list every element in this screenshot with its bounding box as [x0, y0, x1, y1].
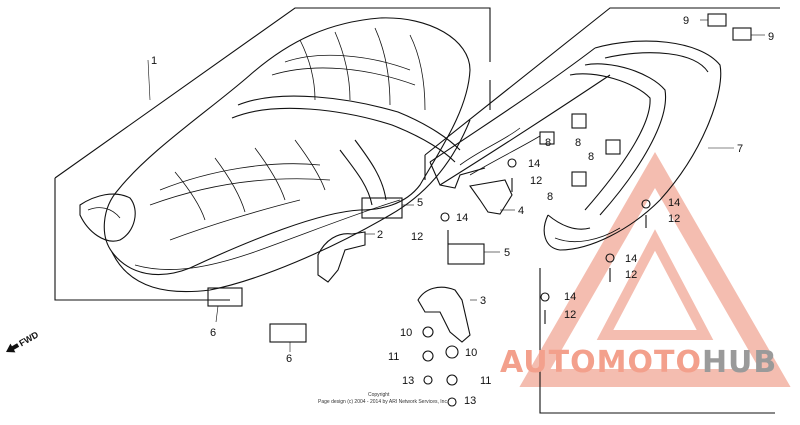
label-5a: 5: [417, 197, 423, 209]
block-6a: [207, 287, 243, 307]
block-5b: [447, 243, 485, 265]
watermark-text: AUTOMOTOHUB: [500, 345, 777, 380]
copyright-line-2: Page design (c) 2004 - 2014 by ARI Netwo…: [318, 399, 448, 405]
block-9a: [707, 13, 727, 27]
label-14d: 14: [625, 253, 637, 265]
tail-cowl: [429, 40, 722, 251]
label-9a: 9: [683, 15, 689, 27]
label-12e: 12: [564, 309, 576, 321]
label-14a: 14: [456, 212, 468, 224]
label-5b: 5: [504, 247, 510, 259]
label-8d: 8: [547, 191, 553, 203]
block-9b: [732, 27, 752, 41]
label-10a: 10: [400, 327, 412, 339]
washer-14b: [507, 158, 517, 168]
block-6b: [269, 323, 307, 343]
label-1: 1: [151, 55, 157, 67]
block-5a: [361, 197, 403, 219]
washer-14d: [605, 253, 615, 263]
bracket-3: [417, 286, 471, 343]
label-12a: 12: [411, 231, 423, 243]
block-8b: [571, 113, 587, 129]
label-11b: 11: [480, 375, 491, 387]
seat-assembly: [79, 17, 471, 293]
block-8c: [605, 139, 621, 155]
mounting-brackets: [317, 179, 513, 343]
rubber-blocks: [207, 13, 752, 343]
watermark-text-part1: AUTOMOTOHUB: [500, 345, 777, 380]
label-4: 4: [518, 205, 524, 217]
fwd-label: FWD: [17, 329, 40, 348]
label-12c: 12: [668, 213, 680, 225]
washer-14e: [540, 292, 550, 302]
label-6a: 6: [210, 327, 216, 339]
nut-11a: [422, 350, 434, 362]
part-number-labels: 1 2 3 4 5 5 6 6 7 8 8 8 8 9 9 10 10 11 1…: [151, 15, 774, 407]
label-6b: 6: [286, 353, 292, 365]
label-11a: 11: [388, 351, 399, 363]
label-14e: 14: [564, 291, 576, 303]
fasteners: [422, 158, 651, 407]
fwd-arrow: FWD: [6, 329, 41, 353]
block-8a: [539, 131, 555, 145]
watermark-logo: [519, 151, 791, 387]
watermark-automoto: AUTOMOTO: [500, 345, 702, 380]
label-8c: 8: [588, 151, 594, 163]
nut-11b: [446, 374, 458, 386]
cowl-panel-frame: [424, 7, 780, 414]
label-8a: 8: [545, 137, 551, 149]
label-12d: 12: [625, 269, 637, 281]
seat-panel-frame: [54, 7, 491, 301]
label-7: 7: [737, 143, 743, 155]
bracket-2: [317, 231, 366, 283]
washer-13b: [447, 397, 457, 407]
washer-14a: [440, 212, 450, 222]
label-13b: 13: [464, 395, 476, 407]
label-14b: 14: [528, 158, 540, 170]
fwd-arrow-icon: [6, 343, 20, 353]
collar-10b: [445, 345, 459, 359]
copyright-line-1: Copyright: [368, 392, 390, 398]
label-3: 3: [480, 295, 486, 307]
collar-10a: [422, 326, 434, 338]
washer-14c: [641, 199, 651, 209]
label-9b: 9: [768, 31, 774, 43]
washer-13a: [423, 375, 433, 385]
block-8d: [571, 171, 587, 187]
leader-lines: [147, 19, 765, 352]
label-8b: 8: [575, 137, 581, 149]
label-13a: 13: [402, 375, 414, 387]
watermark-hub: HUB: [702, 345, 777, 380]
label-2: 2: [377, 229, 383, 241]
bracket-4: [469, 179, 513, 215]
label-12b: 12: [530, 175, 542, 187]
label-14c: 14: [668, 197, 680, 209]
label-10b: 10: [465, 347, 477, 359]
